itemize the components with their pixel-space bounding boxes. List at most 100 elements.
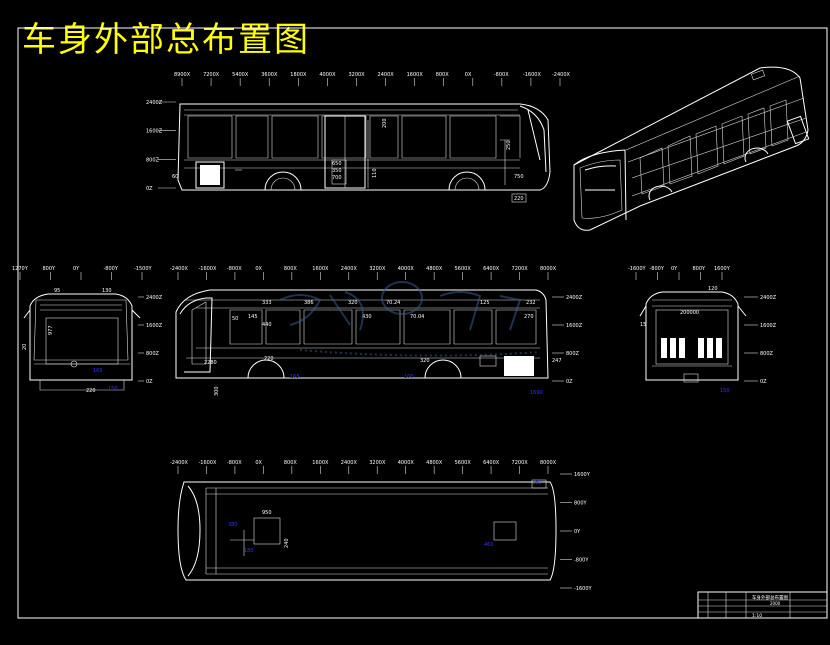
x-tick-label: 1800X bbox=[290, 72, 307, 78]
drawing-border bbox=[17, 27, 828, 619]
y-tick-label: 0Z bbox=[146, 186, 153, 192]
x-tick-label: 2400X bbox=[341, 266, 358, 272]
x-tick-label: 800X bbox=[436, 72, 450, 78]
svg-text:2000: 2000 bbox=[770, 601, 781, 606]
x-tick-label: 0Y bbox=[671, 266, 678, 272]
x-tick-label: 7200X bbox=[512, 460, 529, 466]
x-tick-label: 0X bbox=[255, 266, 262, 272]
x-tick-label: 3200X bbox=[369, 266, 386, 272]
x-tick-label: 3200X bbox=[348, 72, 365, 78]
dimension-label: 386 bbox=[304, 300, 314, 306]
x-tick-label: 800Y bbox=[43, 266, 57, 272]
svg-text:200000: 200000 bbox=[680, 310, 699, 316]
dimension-label: 270 bbox=[524, 314, 534, 320]
svg-text:165: 165 bbox=[93, 368, 103, 374]
y-tick-label: 800Z bbox=[760, 351, 774, 357]
svg-text:165: 165 bbox=[290, 374, 300, 380]
x-tick-label: 5600X bbox=[455, 266, 472, 272]
x-tick-label: -1600X bbox=[198, 266, 217, 272]
y-tick-label: 0Z bbox=[566, 379, 573, 385]
x-tick-label: -1600X bbox=[523, 72, 542, 78]
y-tick-label: 1600Z bbox=[566, 323, 583, 329]
dimension-label: 2280 bbox=[204, 360, 217, 366]
svg-text:300: 300 bbox=[214, 386, 220, 396]
x-tick-label: 0X bbox=[255, 460, 262, 466]
x-tick-label: 4000X bbox=[398, 266, 415, 272]
x-tick-label: 6400X bbox=[483, 266, 500, 272]
svg-text:1690: 1690 bbox=[530, 390, 543, 396]
y-tick-label: 1600Z bbox=[760, 323, 777, 329]
x-tick-label: 8000X bbox=[540, 460, 557, 466]
x-tick-label: 800X bbox=[284, 460, 298, 466]
y-tick-label: 2400Z bbox=[566, 295, 583, 301]
y-tick-label: 2400Z bbox=[146, 100, 163, 106]
x-tick-label: 8000X bbox=[540, 266, 557, 272]
x-tick-label: 4800X bbox=[426, 266, 443, 272]
y-tick-label: 800Z bbox=[146, 157, 160, 163]
dimension-label: 50 bbox=[232, 316, 238, 322]
dimension-label: 125 bbox=[480, 300, 490, 306]
y-tick-label: 800Z bbox=[146, 351, 160, 357]
y-tick-label: 1600Y bbox=[574, 472, 591, 478]
y-tick-label: -800Y bbox=[574, 558, 589, 564]
svg-text:220: 220 bbox=[86, 388, 96, 394]
dimension-label: 950 bbox=[262, 510, 272, 516]
x-tick-label: 800X bbox=[284, 266, 298, 272]
svg-text:20: 20 bbox=[22, 344, 28, 350]
x-tick-label: 7200X bbox=[512, 266, 529, 272]
x-tick-label: -800X bbox=[227, 266, 242, 272]
x-tick-label: -800X bbox=[494, 72, 509, 78]
title-block-scale: 1:10 bbox=[752, 613, 762, 619]
x-tick-label: 5400X bbox=[232, 72, 249, 78]
dimension-label: 247 bbox=[552, 358, 562, 364]
dimension-label: 145 bbox=[248, 314, 258, 320]
svg-text:110: 110 bbox=[372, 168, 378, 178]
y-tick-label: 800Y bbox=[574, 501, 588, 507]
x-tick-label: 4000X bbox=[398, 460, 415, 466]
svg-text:160: 160 bbox=[532, 480, 542, 486]
svg-text:250: 250 bbox=[506, 140, 512, 150]
x-tick-label: 4000X bbox=[319, 72, 336, 78]
svg-text:350: 350 bbox=[332, 168, 342, 174]
svg-text:15: 15 bbox=[640, 322, 646, 328]
dimension-label: 320 bbox=[348, 300, 358, 306]
title-block-name: 车身外部总布置图 bbox=[752, 594, 788, 601]
title-block: 车身外部总布置图 1:10 2000 bbox=[697, 591, 828, 619]
y-tick-label: 2400Z bbox=[146, 295, 163, 301]
svg-text:200: 200 bbox=[382, 118, 388, 128]
x-tick-label: 1600X bbox=[312, 460, 329, 466]
dimension-label: 380 bbox=[228, 522, 238, 528]
x-tick-label: 1600X bbox=[312, 266, 329, 272]
svg-text:650: 650 bbox=[332, 161, 342, 167]
dimension-label: 70.04 bbox=[410, 314, 424, 320]
x-tick-label: 2400X bbox=[341, 460, 358, 466]
x-tick-label: 8900X bbox=[174, 72, 191, 78]
x-tick-label: -2400X bbox=[170, 460, 189, 466]
y-tick-label: 0Z bbox=[760, 379, 767, 385]
y-tick-label: 2400Z bbox=[760, 295, 777, 301]
dimension-label: 70.24 bbox=[386, 300, 400, 306]
svg-text:150: 150 bbox=[108, 386, 118, 392]
svg-text:130: 130 bbox=[102, 288, 112, 294]
x-tick-label: -800Y bbox=[104, 266, 119, 272]
svg-text:700: 700 bbox=[332, 175, 342, 181]
svg-text:100: 100 bbox=[404, 374, 414, 380]
x-tick-label: 2400X bbox=[378, 72, 395, 78]
rear-right-y-ticks: 2400Z 1600Z 800Z 0Z bbox=[744, 295, 777, 385]
x-tick-label: -1500Y bbox=[134, 266, 153, 272]
dimension-label: 220 bbox=[264, 356, 274, 362]
x-tick-label: -1600X bbox=[198, 460, 217, 466]
y-tick-label: -1600Y bbox=[574, 586, 593, 592]
svg-text:750: 750 bbox=[514, 174, 524, 180]
